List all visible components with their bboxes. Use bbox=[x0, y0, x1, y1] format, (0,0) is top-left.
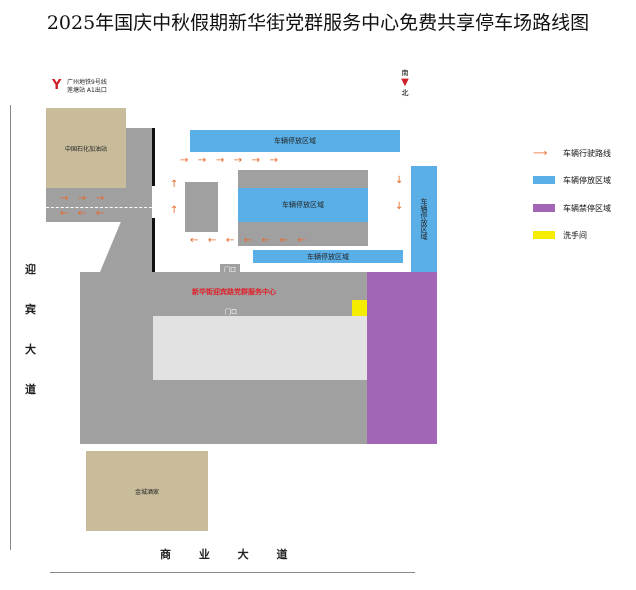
road-shangye: 商 业 大 道 bbox=[160, 548, 300, 561]
metro-exit-label: 广州地铁9号线莲塘站 A1出口 bbox=[67, 79, 107, 95]
compass-north: 北 bbox=[401, 89, 409, 97]
legend-label: 车辆行驶路线 bbox=[563, 148, 611, 158]
road-edge-bottom bbox=[50, 572, 415, 573]
legend-item: ⟶ 车辆行驶路线 bbox=[533, 140, 611, 166]
no-parking-zone bbox=[367, 272, 437, 444]
parking-middle: 车辆停放区域 bbox=[238, 188, 368, 222]
legend-item: 车辆禁停区域 bbox=[533, 194, 611, 222]
courtyard bbox=[153, 316, 367, 380]
wall bbox=[152, 218, 155, 272]
parking-bottom: 车辆停放区域 bbox=[253, 250, 403, 263]
route-arrow-icon: ↓↓ bbox=[395, 175, 404, 212]
route-arrow-icon: ↑↑ bbox=[170, 179, 179, 216]
legend-swatch bbox=[533, 176, 555, 184]
lane-divider bbox=[46, 207, 152, 208]
legend-item: 车辆停放区域 bbox=[533, 166, 611, 194]
service-center-label: 新华街迎宾路党群服务中心 bbox=[192, 288, 276, 296]
road-yingbin: 迎宾大道 bbox=[25, 263, 36, 396]
metro-line: 广州地铁9号线 bbox=[67, 79, 107, 86]
legend-swatch bbox=[533, 231, 555, 239]
kiosk bbox=[185, 182, 218, 232]
legend-label: 车辆停放区域 bbox=[563, 175, 611, 185]
route-arrow-icon: ← ← ← bbox=[60, 208, 105, 219]
legend-swatch bbox=[533, 204, 555, 212]
route-arrow-icon: ⟶ bbox=[533, 147, 548, 159]
road-edge-left bbox=[10, 105, 11, 550]
legend-label: 洗手间 bbox=[563, 230, 587, 240]
door: 门口 bbox=[220, 264, 240, 274]
metro-station: 莲塘站 A1出口 bbox=[67, 87, 107, 94]
door: 门口 bbox=[225, 309, 238, 316]
legend: ⟶ 车辆行驶路线 车辆停放区域 车辆禁停区域 洗手间 bbox=[533, 140, 611, 248]
parking-top: 车辆停放区域 bbox=[190, 130, 400, 152]
legend-item: 洗手间 bbox=[533, 222, 611, 248]
wall bbox=[152, 128, 155, 186]
compass-south: 南 bbox=[401, 69, 409, 77]
legend-label: 车辆禁停区域 bbox=[563, 203, 611, 213]
route-arrow-icon: ← ← ← ← ← ← ← bbox=[190, 235, 306, 246]
corner-road bbox=[100, 222, 152, 272]
restroom bbox=[352, 300, 367, 316]
entrance-road bbox=[46, 188, 152, 222]
route-arrow-icon: → → → bbox=[60, 193, 105, 204]
route-arrow-icon: → → → → → → bbox=[180, 155, 278, 166]
page-title: 2025年国庆中秋假期新华街党群服务中心免费共享停车场路线图 bbox=[46, 12, 590, 34]
parking-right: 车辆停放区域 bbox=[411, 166, 437, 272]
gas-station: 中国石化加油站 bbox=[46, 108, 126, 188]
metro-logo-icon: Y bbox=[52, 78, 62, 93]
compass-arrow-icon: ▼ bbox=[401, 77, 409, 88]
side-road bbox=[126, 128, 152, 188]
compass: 南 ▼ 北 bbox=[398, 68, 412, 98]
restaurant: 金城酒家 bbox=[86, 451, 208, 531]
